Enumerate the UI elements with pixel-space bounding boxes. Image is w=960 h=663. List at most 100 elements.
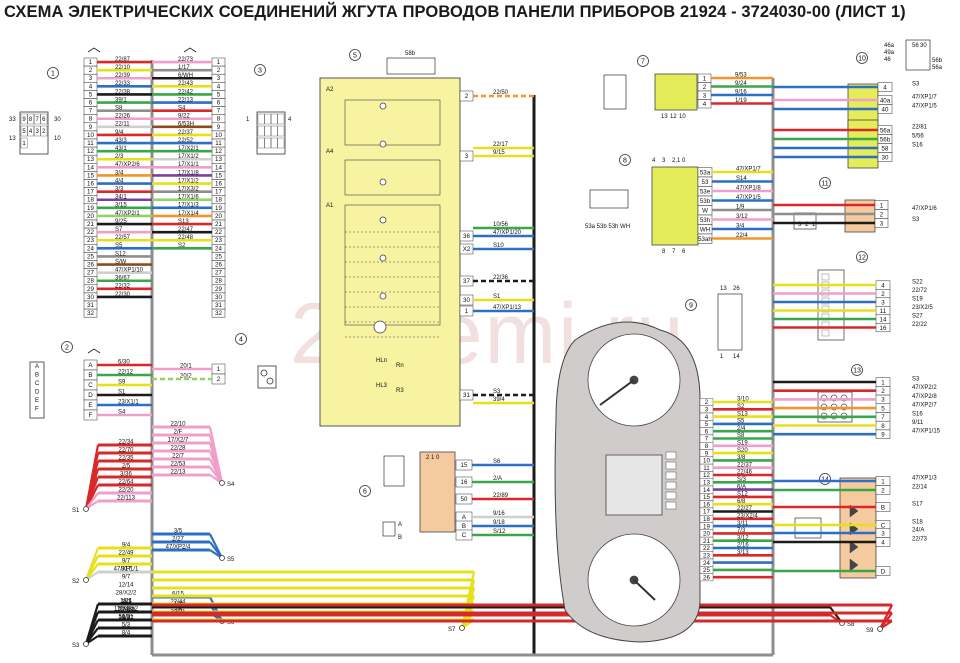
s2-wire-bend xyxy=(85,563,99,581)
connector9-wire-label: 22/37 xyxy=(737,462,753,468)
connector11-plug-pin: 2 xyxy=(805,222,809,228)
connector11-plug-pin: 3 xyxy=(798,222,802,228)
connector10-plug-label: 56 xyxy=(912,43,919,49)
connector8-pin: 53ah xyxy=(698,236,712,243)
s3-wire-label: 8/4 xyxy=(122,631,131,637)
connector13-circle xyxy=(851,364,863,376)
connector6-wire-label: S/12 xyxy=(493,529,506,535)
connector7-wire-label: 9/24 xyxy=(735,81,747,87)
connector10-plug-label: 46 xyxy=(884,57,891,63)
s4-wire-bend xyxy=(209,466,223,484)
connector1-plug-cell xyxy=(27,125,35,137)
connector1-right-wire-label: 22/73 xyxy=(178,57,194,63)
connector1-plug-cell xyxy=(40,113,48,125)
connector1-right-wire-label: S4 xyxy=(178,105,186,111)
s9-node xyxy=(877,626,883,632)
s4-node xyxy=(219,480,225,486)
connector11-pin: 2 xyxy=(880,212,884,219)
connector4-circle xyxy=(235,333,247,345)
connector5-pin: 1 xyxy=(465,308,469,315)
connector8-wire-label: 47/XP1/5 xyxy=(736,195,761,201)
connector8-plug-icon xyxy=(589,189,629,209)
connector1-right-pin: 31 xyxy=(215,302,222,309)
s4-wire-label: 22/28 xyxy=(170,446,186,452)
connector1-wire-label: 22/11 xyxy=(115,122,130,128)
connector10-pin: 40 xyxy=(882,107,889,114)
connector8-pin: 53 xyxy=(702,179,709,186)
s9-wire-bend xyxy=(879,612,893,630)
connector10-plug-label: 46a xyxy=(884,43,895,49)
connector9-wire-label: S12 xyxy=(737,492,748,498)
connector7-wire-label: 9/53 xyxy=(735,73,747,79)
connector12-plug-icon xyxy=(817,269,845,341)
connector5-number: 5 xyxy=(353,53,357,60)
connector9-plug-label: 13 xyxy=(720,286,727,292)
connector13-pin: 8 xyxy=(881,423,885,430)
connector3-number: 3 xyxy=(258,68,262,75)
connector13-wire-label: 47/XP2/7 xyxy=(912,403,937,409)
connector7-pin: 3 xyxy=(703,93,707,100)
connector3-plug-cell xyxy=(264,137,272,149)
connector1-plug-pin: 1 xyxy=(22,141,26,147)
connector9-pin: 21 xyxy=(703,538,710,545)
connector1-pin: 9 xyxy=(89,124,93,131)
connector1-wire-label: 4/4 xyxy=(115,178,124,184)
connector1-right-wire-label: 17/X2/1 xyxy=(178,146,199,152)
connector5-part-label: HLп xyxy=(376,358,387,364)
connector2-pin: D xyxy=(88,392,93,399)
connector5-module-body xyxy=(319,77,461,427)
connector14-diode-icon xyxy=(849,540,859,554)
connector10-plug-icon xyxy=(905,39,931,71)
connector1-right-pin: 29 xyxy=(215,286,222,293)
cluster-display-icon xyxy=(605,454,663,516)
connector12-pin: 11 xyxy=(880,308,887,315)
connector5-wire-label: 22/17 xyxy=(493,142,509,148)
connector1-plug-cell xyxy=(27,113,35,125)
connector1-right-wire-label: 22/42 xyxy=(178,89,194,95)
connector1-right-pin-cell xyxy=(211,308,226,318)
connector8-pin: 53e xyxy=(700,189,711,196)
connector1-right-pin: 14 xyxy=(215,164,222,171)
connector3-plug-cell xyxy=(277,113,285,125)
connector1-plug-cell xyxy=(34,113,41,125)
connector5-wire-label: S1 xyxy=(493,294,501,300)
connector1-plug-pin: 8 xyxy=(29,117,33,123)
connector1-right-wire-label: S2 xyxy=(178,243,186,249)
connector4-plug-socket xyxy=(266,377,274,385)
connector1-wire-label: 9/25 xyxy=(115,219,127,225)
connector1-mark-icon xyxy=(87,47,101,53)
connector9-pin: 9 xyxy=(705,450,709,457)
connector5-wire-label: S3 xyxy=(493,389,501,395)
connector14-wire-label: S18 xyxy=(912,520,923,526)
connector1-plug-pin: 2 xyxy=(42,129,46,135)
connector3-plug-cell xyxy=(257,137,265,149)
connector1-wire-label: 22/39 xyxy=(115,73,131,79)
connector9-plug-label: 26 xyxy=(733,286,740,292)
connector5-pin: 31 xyxy=(463,392,470,399)
connector1-right-pin: 24 xyxy=(215,245,222,252)
connector9-wire-label: S8 xyxy=(737,433,745,439)
connector11-wire-label: S3 xyxy=(912,217,920,223)
connector5-circuit-node xyxy=(379,178,387,186)
connector11-circle xyxy=(819,177,831,189)
connector7-bottom-label: 12 xyxy=(670,114,677,120)
connector5-circuit-node xyxy=(379,254,387,262)
connector1-wire-label: 22/87 xyxy=(115,57,131,63)
connector7-plug-icon xyxy=(603,74,627,110)
connector5-circle xyxy=(349,49,361,61)
connector6-plug-icon xyxy=(383,455,405,487)
s9-wire-label: 2/C xyxy=(121,600,131,606)
connector10-pin: 4 xyxy=(883,85,887,92)
connector1-plug-label: 13 xyxy=(9,136,16,142)
connector1-pin: 14 xyxy=(87,164,94,171)
s1-wire-label: 22/64 xyxy=(118,480,134,486)
connector9-pin: 26 xyxy=(703,574,710,581)
connector8-pin: W xyxy=(702,208,708,215)
connector11-number: 11 xyxy=(821,181,828,188)
connector1-pin: 30 xyxy=(87,294,94,301)
connector3-plug-label: 4 xyxy=(288,117,292,123)
connector13-pin: 5 xyxy=(881,405,885,412)
connector10-wire-label: S16 xyxy=(912,143,923,149)
s9-name: S9 xyxy=(866,628,874,634)
connector1-plug-cell xyxy=(40,125,48,137)
